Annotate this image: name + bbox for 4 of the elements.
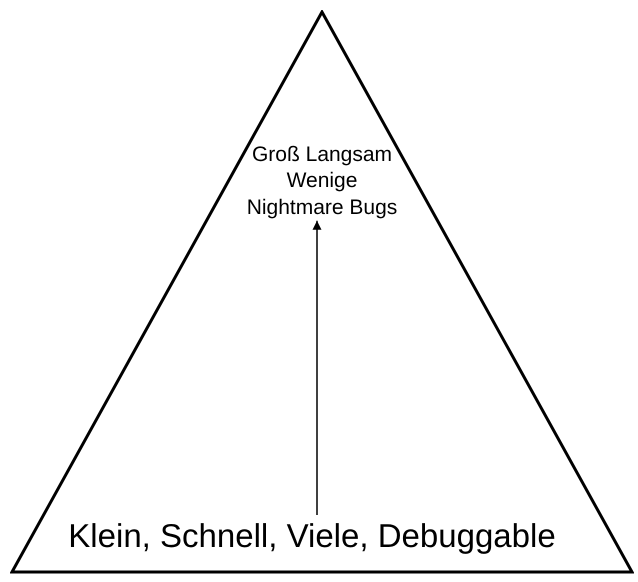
pyramid-label: Groß Langsam Wenige Nightmare Bugs [242,142,402,221]
triangle-outline [10,10,634,574]
pyramid-label: Klein, Schnell, Viele, Debuggable [12,515,612,556]
arrow [312,220,322,515]
